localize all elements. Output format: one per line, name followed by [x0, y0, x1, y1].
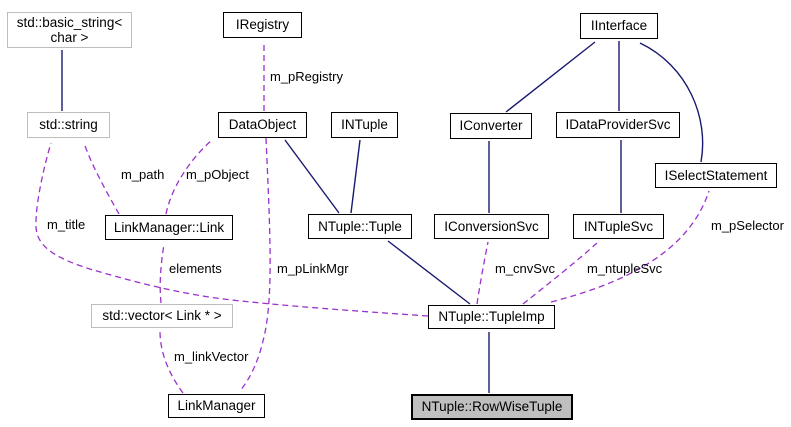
class-node-dataobject[interactable]: DataObject: [218, 112, 307, 138]
edge-label-m_pRegistry: m_pRegistry: [270, 69, 343, 84]
class-node-std-vector-link[interactable]: std::vector< Link * >: [91, 304, 233, 328]
edge-label-m_pLinkMgr: m_pLinkMgr: [277, 261, 349, 276]
edge-label-m_cnvSvc: m_cnvSvc: [495, 261, 555, 276]
class-node-idataprovidersvc[interactable]: IDataProviderSvc: [556, 112, 680, 138]
edge-m_cnvSvc: [476, 241, 489, 305]
class-node-intuple[interactable]: INTuple: [331, 112, 398, 138]
class-node-ntuple-rowwisetuple[interactable]: NTuple::RowWiseTuple: [411, 394, 573, 420]
class-node-ntuple-tuple[interactable]: NTuple::Tuple: [308, 214, 412, 239]
class-node-label: IInterface: [590, 18, 648, 34]
class-node-iconversionsvc[interactable]: IConversionSvc: [434, 214, 549, 239]
class-node-label: IConversionSvc: [444, 218, 539, 234]
class-node-ntuple-tupleimp[interactable]: NTuple::TupleImp: [428, 305, 555, 329]
edge-tuple-inherits-dataobject: [284, 139, 340, 214]
edge-tupleimp-inherits-tuple: [387, 240, 471, 305]
class-node-label: std::vector< Link * >: [102, 308, 222, 324]
class-node-label: INTuple: [341, 117, 388, 133]
class-node-label: INTupleSvc: [583, 218, 654, 234]
class-node-std-basic-string[interactable]: std::basic_string< char >: [7, 12, 132, 48]
class-node-intuplesvc[interactable]: INTupleSvc: [573, 214, 664, 239]
class-node-iconverter[interactable]: IConverter: [450, 113, 532, 139]
class-node-label: IConverter: [459, 118, 523, 134]
edge-iconverter-inherits-iinterface: [505, 41, 596, 113]
class-node-label: IRegistry: [235, 17, 290, 33]
class-node-label: IDataProviderSvc: [565, 117, 671, 133]
class-node-label: std::string: [39, 117, 98, 133]
class-node-label: NTuple::RowWiseTuple: [421, 399, 563, 415]
edge-m_pLinkMgr: [239, 137, 271, 392]
class-node-label: ISelectStatement: [664, 167, 768, 183]
class-node-label: NTuple::TupleImp: [438, 309, 545, 325]
edge-tuple-inherits-intuple: [350, 139, 361, 214]
edge-label-m_title: m_title: [47, 217, 86, 232]
edge-label-m_linkVector: m_linkVector: [174, 349, 249, 364]
class-node-linkmanager[interactable]: LinkManager: [168, 394, 265, 418]
edge-label-m_pObject: m_pObject: [186, 167, 249, 182]
class-node-iinterface[interactable]: IInterface: [580, 13, 658, 39]
edge-m_pObject: [165, 139, 213, 215]
class-node-linkmanager-link[interactable]: LinkManager::Link: [105, 215, 233, 240]
class-node-label: NTuple::Tuple: [318, 218, 402, 234]
edge-m_path: [83, 142, 120, 215]
edge-label-m_pSelector: m_pSelector: [711, 218, 784, 233]
class-node-label: DataObject: [228, 117, 297, 133]
class-node-label: LinkManager::Link: [113, 219, 225, 235]
edge-iselectstatement-inherits-iinterface: [639, 42, 704, 163]
class-node-label: LinkManager: [177, 398, 256, 414]
class-node-std-string[interactable]: std::string: [27, 112, 110, 138]
edge-m_title: [35, 142, 429, 317]
class-node-iregistry[interactable]: IRegistry: [223, 12, 302, 38]
edge-label-elements: elements: [169, 261, 222, 276]
edge-m_linkVector: [159, 330, 184, 394]
edge-label-m_path: m_path: [121, 167, 165, 182]
class-node-iselectstatement[interactable]: ISelectStatement: [655, 163, 777, 188]
edge-m_pSelector: [550, 190, 710, 303]
edge-label-m_ntupleSvc: m_ntupleSvc: [587, 261, 663, 276]
edge-elements: [159, 243, 165, 304]
class-node-label: std::basic_string< char >: [16, 14, 123, 45]
